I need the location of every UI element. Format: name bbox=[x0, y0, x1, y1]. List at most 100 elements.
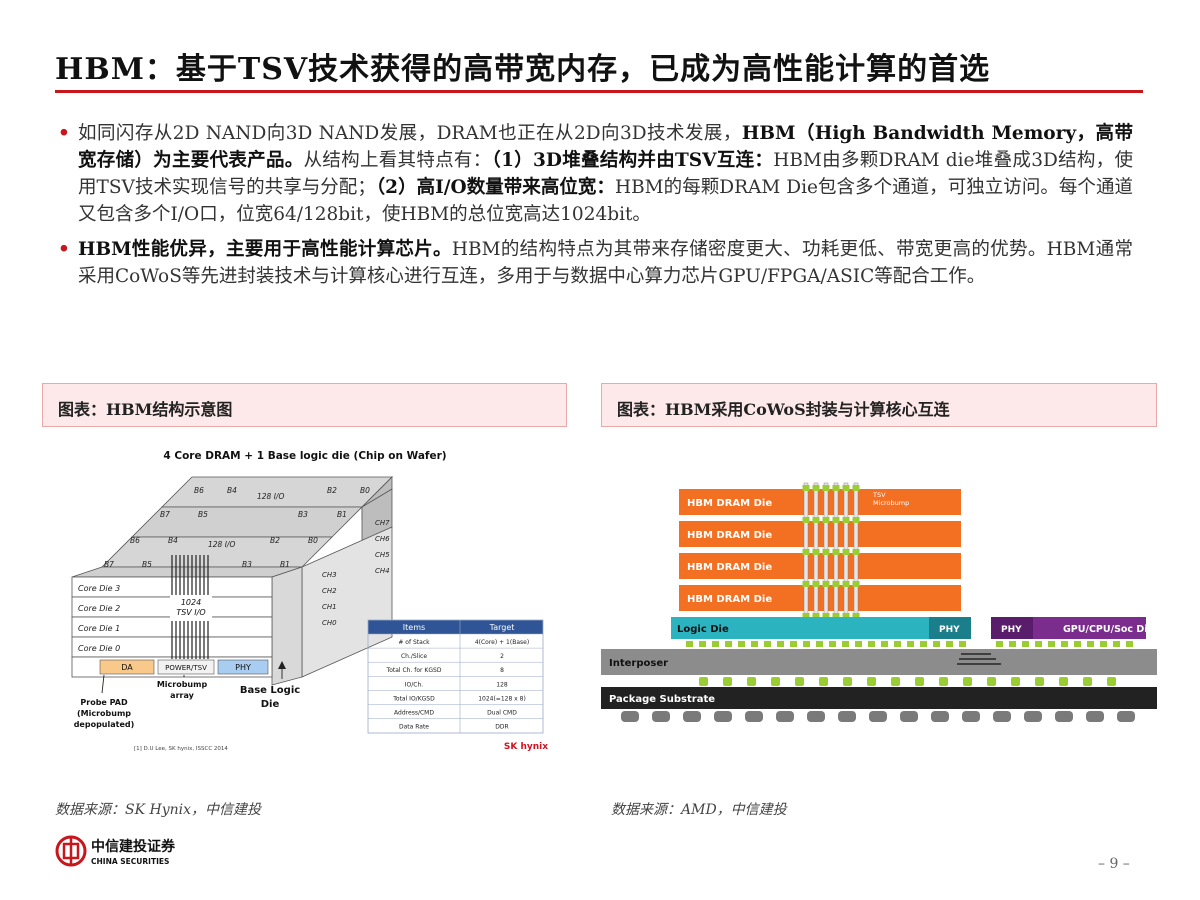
channel-label: CH5 bbox=[375, 551, 390, 559]
microbump bbox=[1009, 641, 1016, 647]
bank-label: B7 bbox=[104, 560, 114, 569]
microbump bbox=[907, 641, 914, 647]
c4-bump bbox=[1083, 677, 1092, 686]
bga-ball bbox=[1117, 711, 1135, 722]
core-die-label: Core Die 0 bbox=[78, 644, 120, 653]
bank-label: B0 bbox=[308, 536, 318, 545]
tsv-bump bbox=[832, 485, 840, 491]
tsv-bump bbox=[852, 549, 860, 555]
io-label: 128 I/O bbox=[257, 492, 284, 501]
dram-die bbox=[679, 489, 961, 515]
page-number: – 9 – bbox=[1098, 856, 1130, 872]
microbump bbox=[790, 641, 797, 647]
gpu-phy bbox=[991, 617, 1033, 639]
spec-cell-target: 1024(=128 x 8) bbox=[478, 695, 526, 702]
interposer-label: Interposer bbox=[609, 658, 668, 669]
dram-die bbox=[679, 521, 961, 547]
microbump bbox=[1074, 641, 1081, 647]
tsv-bump bbox=[842, 581, 850, 587]
spec-table-border bbox=[367, 619, 544, 734]
da-block bbox=[99, 659, 155, 675]
substrate-label: Package Substrate bbox=[609, 694, 715, 705]
gpu-die-label: GPU/CPU/Soc Die bbox=[1063, 624, 1154, 635]
bullet-text: HBM性能优异，主要用于高性能计算芯片。HBM的结构特点为其带来存储密度更大、功… bbox=[78, 239, 1133, 287]
microbump bbox=[712, 641, 719, 647]
microbump bbox=[699, 641, 706, 647]
tsv-bump bbox=[812, 517, 820, 523]
tsv-bump bbox=[832, 613, 840, 619]
bga-ball bbox=[745, 711, 763, 722]
microbump bbox=[725, 641, 732, 647]
bga-ball bbox=[962, 711, 980, 722]
c4-bump bbox=[1107, 677, 1116, 686]
tsv-bump bbox=[812, 581, 820, 587]
china-securities-logo: 中信建投证券 CHINA SECURITIES bbox=[55, 832, 215, 872]
bga-ball bbox=[683, 711, 701, 722]
power-tsv-block bbox=[157, 659, 215, 675]
io-label: 128 I/O bbox=[208, 540, 235, 549]
spec-cell-item: Address/CMD bbox=[394, 710, 434, 717]
microbump bbox=[946, 641, 953, 647]
spec-table-header bbox=[368, 620, 543, 634]
microbump bbox=[751, 641, 758, 647]
bullet-dot: • bbox=[58, 123, 70, 144]
microbump bbox=[829, 641, 836, 647]
spec-cell-item: Total IO/KGSD bbox=[392, 695, 435, 702]
bank-labels: B6 B4 128 I/O B2 B0 B7 B5 B3 B1 B6 B4 12… bbox=[104, 486, 370, 569]
microbump bbox=[996, 641, 1003, 647]
interposer-traces bbox=[957, 653, 1001, 665]
logic-die-label: Logic Die bbox=[677, 624, 729, 635]
tsv-bump bbox=[832, 549, 840, 555]
reference-note: [1] D.U Lee, SK hynix, ISSCC 2014 bbox=[134, 746, 228, 752]
c4-bump bbox=[819, 677, 828, 686]
spec-cell-target: 4(Core) + 1(Base) bbox=[475, 639, 529, 646]
bullet-bold-run: HBM性能优异，主要用于高性能计算芯片。 bbox=[78, 239, 452, 260]
dram-die bbox=[679, 585, 961, 611]
sk-hynix-logo: SK hynix bbox=[504, 742, 548, 752]
bank-label: B7 bbox=[160, 510, 170, 519]
microbump bbox=[1022, 641, 1029, 647]
tsv-bump bbox=[832, 581, 840, 587]
dram-die-label: HBM DRAM Die bbox=[687, 562, 772, 573]
microbump bbox=[842, 641, 849, 647]
bullet-list: • 如同闪存从2D NAND向3D NAND发展，DRAM也正在从2D向3D技术发… bbox=[58, 120, 1133, 298]
bank-label: B5 bbox=[198, 510, 208, 519]
spec-cell-target: Dual CMD bbox=[487, 710, 517, 717]
tsv-bump bbox=[812, 613, 820, 619]
bullet-run: 如同闪存从2D NAND向3D NAND发展，DRAM也正在从2D向3D技术发展… bbox=[78, 123, 742, 144]
die-stack bbox=[71, 476, 393, 686]
tsv-bump bbox=[852, 613, 860, 619]
tsv-bump bbox=[852, 581, 860, 587]
microbump-rows bbox=[621, 641, 1135, 722]
tsv-bump bbox=[812, 549, 820, 555]
core-die-stack: Core Die 3 Core Die 2 Core Die 1 Core Di… bbox=[71, 555, 273, 678]
tsv-label-bg bbox=[170, 595, 212, 621]
c4-bump bbox=[987, 677, 996, 686]
tsv-bump bbox=[832, 517, 840, 523]
tsv-bump bbox=[842, 613, 850, 619]
bullet-item: • 如同闪存从2D NAND向3D NAND发展，DRAM也正在从2D向3D技术发… bbox=[58, 120, 1133, 228]
figure-caption-left: 图表：HBM结构示意图 bbox=[42, 383, 567, 427]
bank-label: B6 bbox=[194, 486, 204, 495]
spec-cell-item: Ch./Slice bbox=[401, 653, 427, 660]
tsv-bump bbox=[822, 581, 830, 587]
logic-die bbox=[671, 617, 971, 639]
bank-label: B1 bbox=[337, 510, 347, 519]
microbump bbox=[738, 641, 745, 647]
tsv-bump bbox=[822, 485, 830, 491]
bank-label: B5 bbox=[142, 560, 152, 569]
bga-ball bbox=[838, 711, 856, 722]
microbump bbox=[1113, 641, 1120, 647]
phy-label: PHY bbox=[235, 663, 251, 672]
bullet-run: 从结构上看其特点有： bbox=[303, 150, 492, 171]
tsv-bump bbox=[802, 517, 810, 523]
tsv-bump bbox=[822, 549, 830, 555]
dram-die-label: HBM DRAM Die bbox=[687, 530, 772, 541]
c4-bump bbox=[795, 677, 804, 686]
spec-cell-item: Total Ch. for KGSD bbox=[386, 667, 442, 674]
core-die-label: Core Die 3 bbox=[78, 584, 120, 593]
core-die-label: Core Die 2 bbox=[78, 604, 120, 613]
bank-label: B4 bbox=[227, 486, 237, 495]
